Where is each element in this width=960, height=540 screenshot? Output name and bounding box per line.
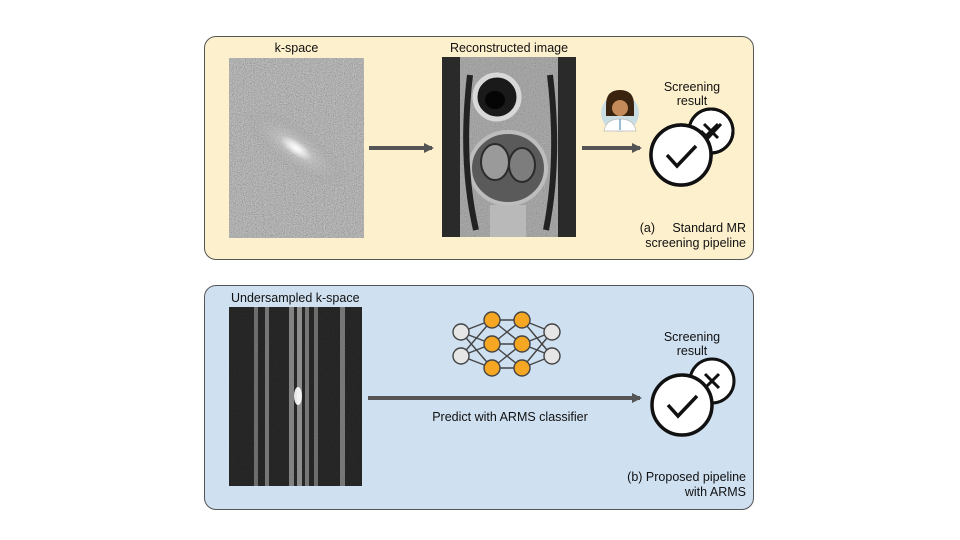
kspace-image [229,58,364,238]
caption-a-line2: screening pipeline [645,236,746,250]
caption-b-line1: (b) Proposed pipeline [627,470,746,484]
doctor-icon [601,90,639,132]
screening-result-label-line1: Screening [663,80,721,94]
checkmark-icon-front [649,123,713,187]
caption-b-line2: with ARMS [684,485,746,499]
screening-result-label-line2: result [676,94,708,108]
screening-result-b-line2: result [676,344,708,358]
screening-result-b-line1: Screening [663,330,721,344]
reconstructed-image-label: Reconstructed image [449,41,569,55]
neural-network-icon [452,311,561,377]
reconstructed-image [442,57,576,237]
kspace-label: k-space [274,41,319,55]
caption-a-line1: (a) Standard MR [639,221,746,235]
predict-arrow-label: Predict with ARMS classifier [432,410,588,424]
undersampled-kspace-image [229,307,362,486]
undersampled-kspace-label: Undersampled k-space [231,291,360,305]
checkmark-icon [650,373,714,437]
